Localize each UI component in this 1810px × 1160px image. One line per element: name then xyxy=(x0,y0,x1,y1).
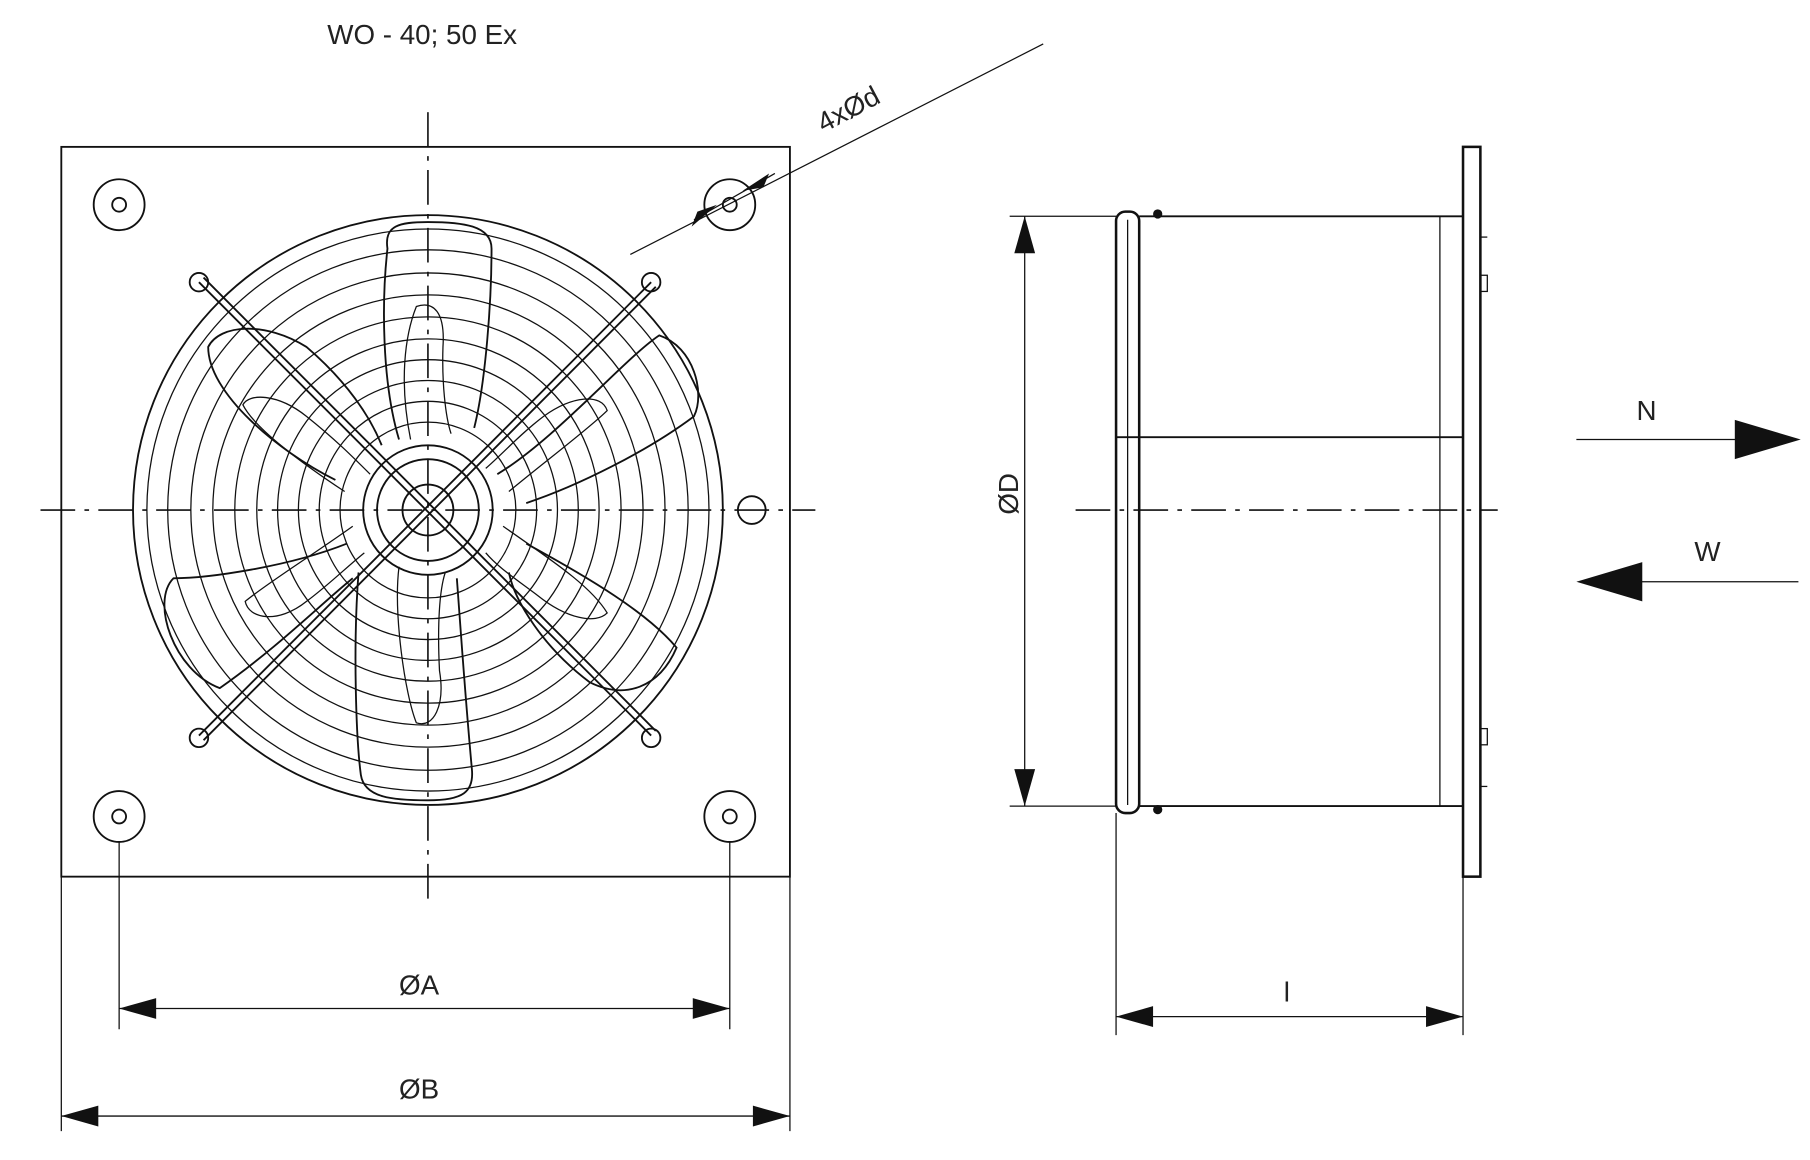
fan-grille xyxy=(132,214,724,806)
grille-ring xyxy=(297,379,559,641)
grille-ring xyxy=(146,228,710,792)
fan-blades xyxy=(163,221,700,802)
dim-l-label: l xyxy=(1284,977,1290,1008)
holes-label: 4xØd xyxy=(812,80,885,139)
flow-w-label: W xyxy=(1694,536,1721,567)
hub xyxy=(362,444,494,576)
grille-ring xyxy=(256,338,600,682)
grille-ring xyxy=(132,214,724,806)
side-hole xyxy=(736,495,767,525)
grille-ring xyxy=(167,249,689,771)
grille-ring xyxy=(212,294,644,726)
grille-ring xyxy=(190,272,666,748)
flow-arrow-w: W xyxy=(1576,536,1799,602)
side-view: ØD l xyxy=(993,145,1498,1036)
grille-ring xyxy=(318,400,538,620)
dim-a-label: ØA xyxy=(399,970,440,1001)
grille-ring xyxy=(234,316,622,704)
front-view: 4xØd ØA ØB xyxy=(40,43,1044,1132)
flow-n-label: N xyxy=(1637,395,1657,426)
flow-arrow-n: N xyxy=(1576,395,1801,460)
mounting-holes xyxy=(92,178,757,843)
support-struts xyxy=(188,272,662,749)
dim-b-label: ØB xyxy=(399,1074,439,1105)
grille-ring xyxy=(339,421,517,599)
drawing-title: WO - 40; 50 Ex xyxy=(327,19,517,50)
grille-ring xyxy=(276,359,579,662)
dim-d-label: ØD xyxy=(993,473,1024,515)
